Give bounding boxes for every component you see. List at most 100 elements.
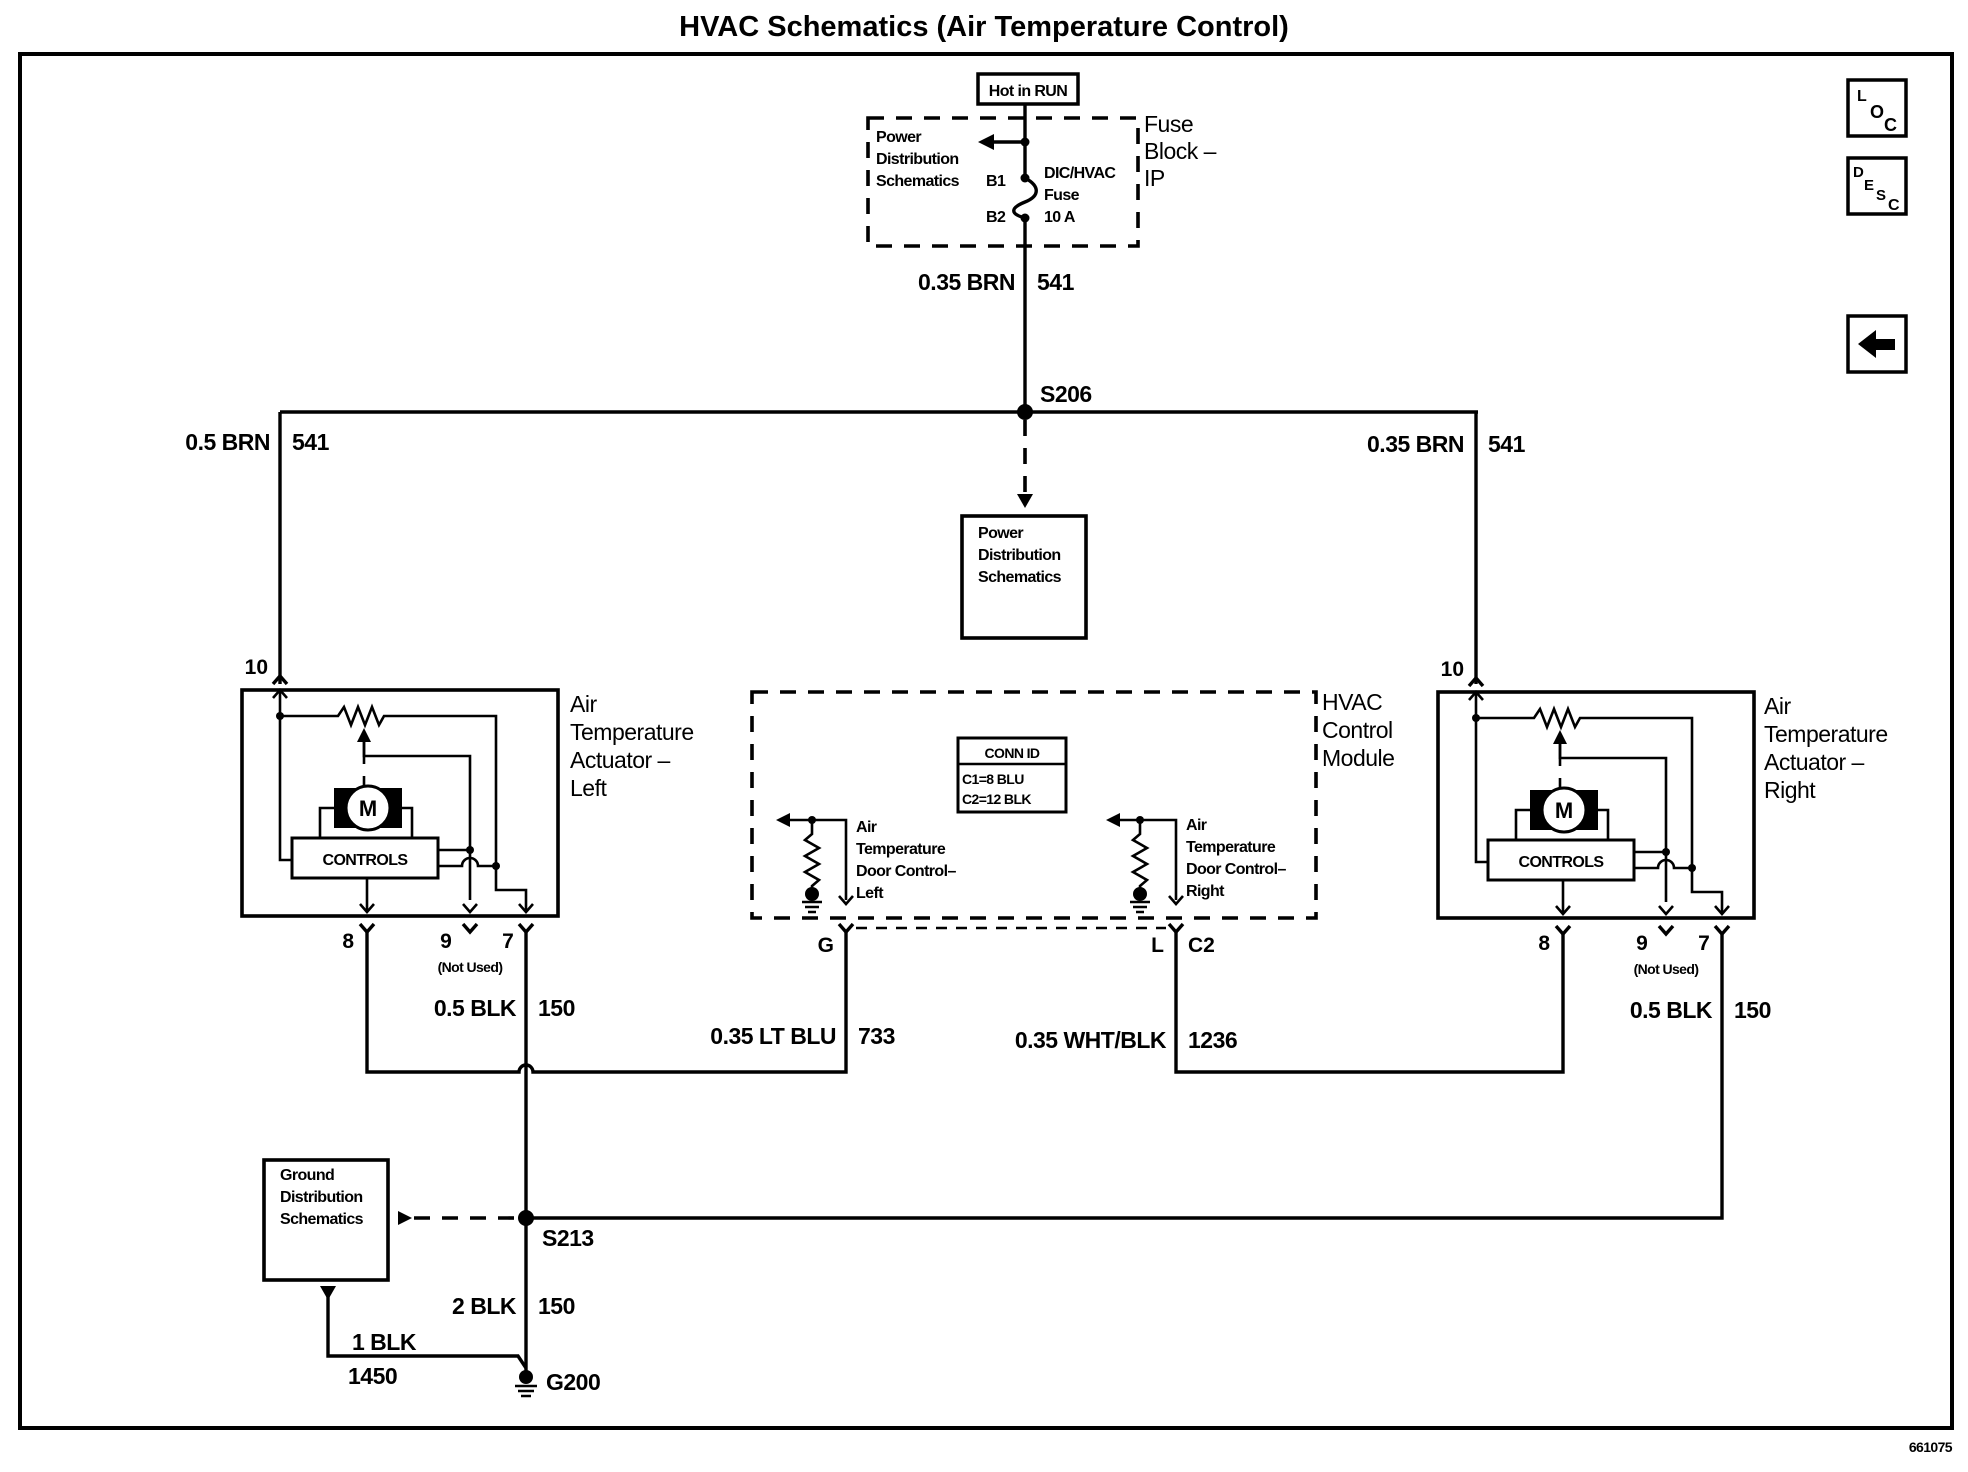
loc-letter-l: L (1857, 88, 1867, 105)
hvac-module-name-1: HVAC (1322, 689, 1382, 715)
air-temperature-actuator-left: 10 M CONTROLS 8 9 7 (Not Used) (240, 656, 560, 975)
splice-s206-label: S206 (1040, 381, 1092, 407)
wire-left-feed-gauge: 0.5 BRN (185, 429, 270, 455)
left-door-control-4: Left (856, 885, 884, 902)
fuse-block-name-3: IP (1144, 165, 1165, 191)
wire-left-ground-gauge: 0.5 BLK (434, 995, 517, 1021)
arrow-left-icon (1106, 813, 1120, 827)
left-not-used-note: (Not Used) (438, 959, 503, 975)
left-pin-9: 9 (440, 930, 452, 953)
ground-distribution-ref-box[interactable] (262, 1158, 390, 1282)
desc-letter-d: D (1853, 164, 1864, 181)
wire-ground-ref-circuit: 1450 (348, 1363, 397, 1389)
right-door-control-4: Right (1186, 883, 1225, 900)
power-ref-line-1: Power (978, 525, 1023, 542)
wire-left-signal-gauge: 0.35 LT BLU (710, 1023, 836, 1049)
hot-in-run-label: Hot in RUN (989, 83, 1067, 100)
actuator-left-name-2: Temperature (570, 719, 694, 745)
fuse-block: Hot in RUN Fuse Block – IP Power Distrib… (866, 72, 1217, 412)
wire-right-signal-gauge: 0.35 WHT/BLK (1015, 1027, 1167, 1053)
right-door-control-1: Air (1186, 817, 1207, 834)
motor-icon (1540, 786, 1588, 834)
wire-main-feed-circuit: 541 (1037, 269, 1075, 295)
actuator-right-name-4: Right (1764, 777, 1816, 803)
right-not-used-note: (Not Used) (1634, 961, 1699, 977)
wire-left-ground-circuit: 150 (538, 995, 575, 1021)
fuse-block-name-1: Fuse (1144, 111, 1193, 137)
right-pin-8: 8 (1538, 932, 1550, 955)
page-title: HVAC Schematics (Air Temperature Control… (679, 11, 1289, 43)
module-connector-c2: C2 (1188, 934, 1215, 957)
desc-letter-s: S (1876, 187, 1886, 204)
wire-left-signal-circuit: 733 (858, 1023, 895, 1049)
actuator-right-name-3: Actuator – (1764, 749, 1865, 775)
motor-label: M (359, 796, 377, 821)
splice-s206 (1017, 404, 1033, 420)
loc-letter-o: O (1870, 102, 1884, 122)
arrow-right-icon (398, 1211, 412, 1225)
wire-right-feed-circuit: 541 (1488, 431, 1526, 457)
module-pin-l: L (1151, 934, 1164, 957)
hot-in-run-box (976, 72, 1080, 106)
hvac-module-name-3: Module (1322, 745, 1394, 771)
arrow-left-icon (978, 134, 994, 150)
desc-button[interactable]: D E S C (1846, 156, 1908, 216)
diagram-frame (18, 52, 1954, 1430)
desc-letter-e: E (1864, 177, 1874, 194)
ground-icon (802, 900, 822, 914)
left-arrow-icon (1858, 330, 1895, 358)
resistor-icon (802, 820, 822, 890)
right-pin-9: 9 (1636, 932, 1648, 955)
fuse-terminal-b1: B1 (986, 173, 1006, 190)
module-pin-g: G (818, 934, 834, 957)
fuse-block-name-2: Block – (1144, 138, 1217, 164)
arrow-down-icon (320, 1286, 336, 1300)
wire-right-ground-circuit: 150 (1734, 997, 1771, 1023)
actuator-left-name-4: Left (570, 775, 607, 801)
fuse-terminal-b2: B2 (986, 209, 1006, 226)
splice-s213-label: S213 (542, 1225, 594, 1251)
left-door-control-3: Door Control– (856, 863, 956, 880)
actuator-left-name-1: Air (570, 691, 597, 717)
loc-button[interactable]: L O C (1846, 78, 1908, 138)
wire-ground-trunk-gauge: 2 BLK (452, 1293, 517, 1319)
arrow-left-icon (776, 813, 790, 827)
wire-right-signal-circuit: 1236 (1188, 1027, 1237, 1053)
right-door-control-3: Door Control– (1186, 861, 1286, 878)
left-pin-7: 7 (502, 930, 514, 953)
resistor-icon (1130, 820, 1150, 890)
conn-id-header: CONN ID (985, 745, 1040, 761)
controls-label-right: CONTROLS (1519, 854, 1605, 871)
ground-ref-line-3: Schematics (280, 1211, 364, 1228)
fuse-name-line-1: DIC/HVAC (1044, 165, 1116, 182)
fuse-ref-line-1: Power (876, 129, 921, 146)
wire-left-feed-circuit: 541 (292, 429, 330, 455)
actuator-right-name-2: Temperature (1764, 721, 1888, 747)
motor-icon (344, 784, 392, 832)
left-door-control-2: Temperature (856, 841, 946, 858)
actuator-left-name-3: Actuator – (570, 747, 671, 773)
conn-id-row-2: C2=12 BLK (962, 791, 1031, 807)
fuse-name-line-3: 10 A (1044, 209, 1076, 226)
wire-right-feed-gauge: 0.35 BRN (1367, 431, 1464, 457)
left-pin-8: 8 (342, 930, 354, 953)
hvac-module-name-2: Control (1322, 717, 1393, 743)
wire-ground-ref-gauge: 1 BLK (352, 1329, 417, 1355)
left-pin-10: 10 (245, 656, 268, 679)
hvac-control-module: HVAC Control Module CONN ID C1=8 BLU C2=… (750, 689, 1395, 957)
power-distribution-ref-box[interactable] (960, 514, 1088, 640)
wire-main-feed-gauge: 0.35 BRN (918, 269, 1015, 295)
conn-id-row-1: C1=8 BLU (962, 771, 1024, 787)
actuator-right-name-1: Air (1764, 693, 1791, 719)
fuse-icon (1012, 176, 1038, 220)
ground-point-g200: G200 (546, 1369, 600, 1395)
back-button[interactable] (1846, 314, 1908, 374)
right-pin-7: 7 (1698, 932, 1710, 955)
motor-label: M (1555, 798, 1573, 823)
fuse-name-line-2: Fuse (1044, 187, 1080, 204)
wire-right-ground-gauge: 0.5 BLK (1630, 997, 1713, 1023)
power-ref-line-2: Distribution (978, 547, 1061, 564)
wire-ground-trunk-circuit: 150 (538, 1293, 575, 1319)
fuse-ref-line-2: Distribution (876, 151, 959, 168)
